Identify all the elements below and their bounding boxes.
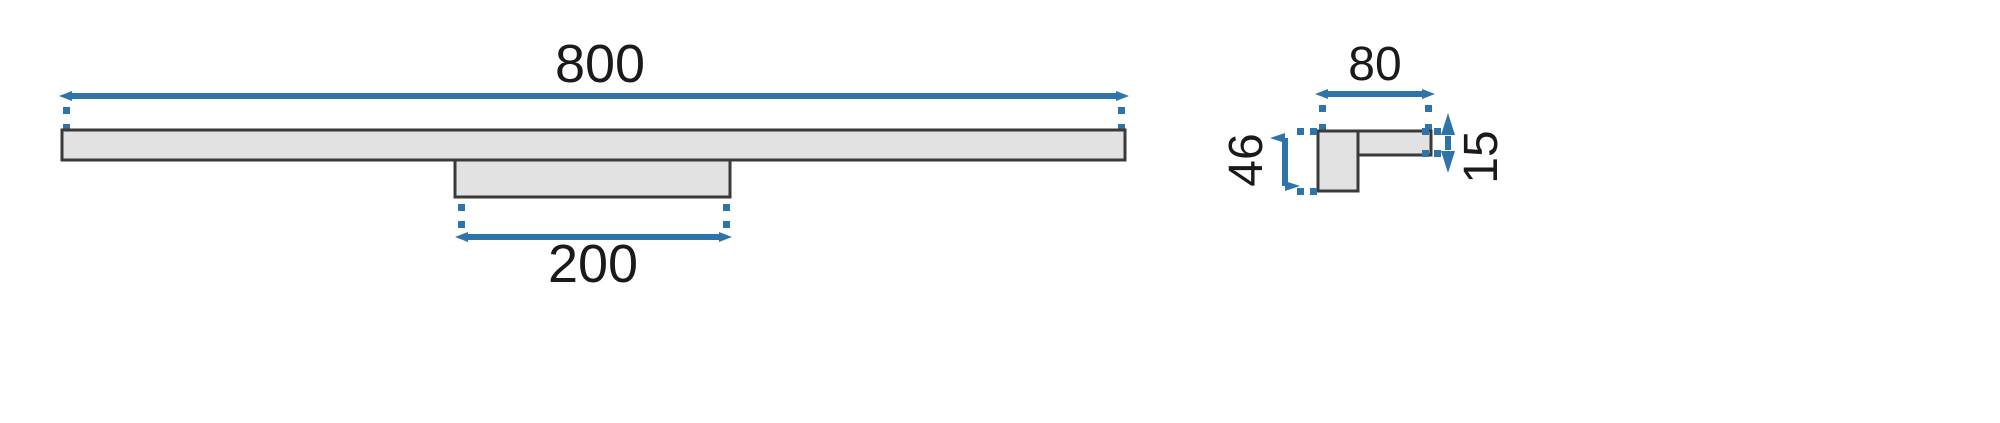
dimension-label-200: 200 (548, 234, 638, 294)
extension-tick-46-top-left (1297, 128, 1304, 135)
dimension-arrow-15-up (1441, 113, 1455, 135)
extension-tick-200-left-lower (458, 221, 465, 228)
extension-tick-200-right-upper (723, 204, 730, 211)
extension-tick-46-bottom-left (1297, 188, 1304, 195)
side-view (1270, 89, 1455, 195)
extension-tick-80-left (1319, 105, 1326, 112)
extension-tick-15-top-right (1422, 128, 1429, 135)
extension-tick-800-right (1118, 107, 1125, 114)
extension-tick-80-left-lower (1319, 124, 1326, 131)
dimension-side-height (1270, 128, 1317, 195)
extension-tick-200-left-upper (458, 204, 465, 211)
dimension-overall-length (59, 91, 1129, 131)
extension-tick-15-bottom-right (1422, 150, 1429, 157)
dimension-center-block-width (455, 204, 732, 242)
dimension-label-80: 80 (1348, 38, 1401, 91)
extension-tick-46-bottom-right (1310, 188, 1317, 195)
extension-tick-800-left-lower (63, 124, 70, 131)
extension-tick-15-top-left (1434, 128, 1441, 135)
dimension-arm-thickness (1422, 113, 1455, 173)
dimension-side-depth (1315, 89, 1435, 131)
part-profile-horizontal-arm (1356, 129, 1433, 157)
front-view (59, 91, 1129, 242)
dimension-label-800: 800 (555, 34, 645, 94)
extension-tick-800-right-lower (1118, 124, 1125, 131)
extension-tick-800-left (63, 107, 70, 114)
extension-tick-200-right-lower (723, 221, 730, 228)
extension-tick-15-bottom-left (1434, 150, 1441, 157)
extension-tick-80-right-lower (1425, 124, 1432, 131)
part-main-bar (60, 128, 1127, 162)
dimension-arrow-15-down (1441, 151, 1455, 173)
extension-tick-80-right (1425, 105, 1432, 112)
dimension-label-15: 15 (1455, 130, 1508, 183)
dimension-label-46: 46 (1220, 133, 1273, 186)
extension-tick-46-top-right (1310, 128, 1317, 135)
part-center-block (453, 158, 732, 199)
part-profile-vertical-leg (1316, 129, 1360, 193)
